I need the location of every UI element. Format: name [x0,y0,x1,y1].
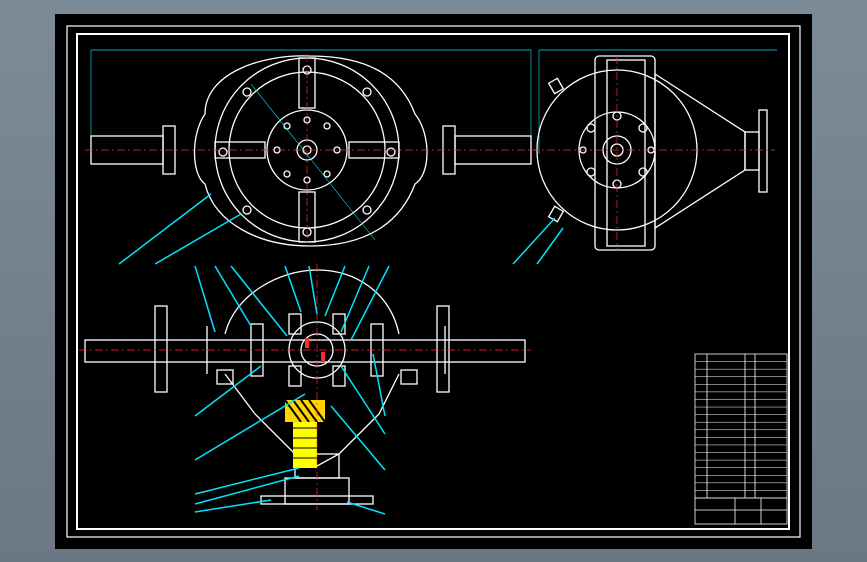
parts-list-rows [695,361,787,499]
inner-frame [76,33,790,530]
title-block [694,353,788,525]
front-view [90,49,532,247]
front-view-centerlines [85,54,537,246]
side-view-centerlines [531,56,775,250]
drawing-canvas [66,25,801,538]
leader-lines [118,193,564,515]
cad-viewport[interactable] [55,14,812,549]
section-centerlines [79,264,531,510]
outer-frame [66,25,801,538]
section-view [84,269,526,505]
section-hatch [284,338,326,468]
